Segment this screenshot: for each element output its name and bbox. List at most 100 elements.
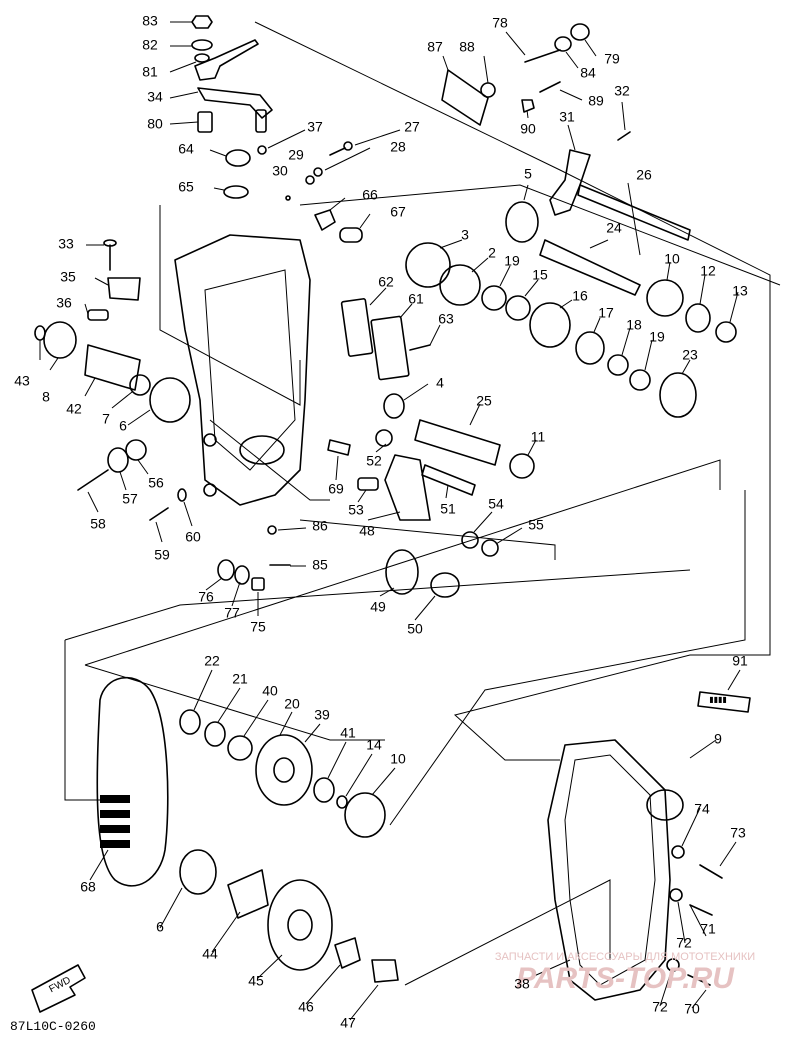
part-label-48: 48 — [359, 523, 375, 539]
watermark: ЗАПЧАСТИ И АКСЕССУАРЫ ДЛЯ МОТОТЕХНИКИ PA… — [495, 951, 755, 995]
decal-text: ▮▮▮▮ — [709, 695, 727, 704]
part-label-30: 30 — [272, 163, 288, 179]
small-parts-group — [223, 141, 363, 243]
part-label-6b: 6 — [156, 919, 164, 935]
part-label-2: 2 — [488, 245, 496, 261]
part-label-52: 52 — [366, 453, 382, 469]
assembly-outlines — [64, 21, 781, 986]
part-label-10b: 10 — [390, 751, 406, 767]
part-label-72b: 72 — [652, 999, 668, 1015]
part-label-47: 47 — [340, 1015, 356, 1031]
part-label-89: 89 — [588, 93, 604, 109]
left-shaft-group — [34, 239, 191, 521]
part-label-85: 85 — [312, 557, 328, 573]
part-label-7: 7 — [102, 411, 110, 427]
part-label-39: 39 — [314, 707, 330, 723]
part-label-76: 76 — [198, 589, 214, 605]
part-label-23: 23 — [682, 347, 698, 363]
part-label-20: 20 — [284, 696, 300, 712]
part-label-51: 51 — [440, 501, 456, 517]
part-label-72a: 72 — [676, 935, 692, 951]
part-label-6a: 6 — [119, 418, 127, 434]
sprocket-group — [179, 849, 399, 983]
watermark-tagline: ЗАПЧАСТИ И АКСЕССУАРЫ ДЛЯ МОТОТЕХНИКИ — [495, 951, 755, 963]
part-label-8: 8 — [42, 389, 50, 405]
part-label-61: 61 — [408, 291, 424, 307]
part-label-87: 87 — [427, 39, 443, 55]
part-label-49: 49 — [370, 599, 386, 615]
part-label-41: 41 — [340, 725, 356, 741]
part-label-91: 91 — [732, 653, 748, 669]
part-label-73: 73 — [730, 825, 746, 841]
part-label-50: 50 — [407, 621, 423, 637]
part-label-69: 69 — [328, 481, 344, 497]
part-label-4: 4 — [436, 375, 444, 391]
part-label-56: 56 — [148, 475, 164, 491]
part-label-32: 32 — [614, 83, 630, 99]
part-label-42: 42 — [66, 401, 82, 417]
shift-linkage-group — [191, 15, 273, 133]
part-label-71: 71 — [700, 921, 716, 937]
part-label-65: 65 — [178, 179, 194, 195]
part-label-90: 90 — [520, 121, 536, 137]
part-label-31: 31 — [559, 109, 575, 125]
upper-shift-group — [441, 23, 691, 241]
part-label-12: 12 — [700, 263, 716, 279]
part-label-15: 15 — [532, 267, 548, 283]
watermark-brand: PARTS-TOP.RU — [516, 962, 735, 995]
part-label-79: 79 — [604, 51, 620, 67]
part-label-18: 18 — [626, 317, 642, 333]
part-label-75: 75 — [250, 619, 266, 635]
part-label-70: 70 — [684, 1001, 700, 1017]
part-label-17: 17 — [598, 305, 614, 321]
part-label-35: 35 — [60, 269, 76, 285]
part-label-11: 11 — [531, 429, 546, 445]
part-label-43: 43 — [14, 373, 30, 389]
part-label-38: 38 — [514, 976, 530, 992]
part-label-27: 27 — [404, 119, 420, 135]
part-label-40: 40 — [262, 683, 278, 699]
part-label-26: 26 — [636, 167, 652, 183]
part-label-53: 53 — [348, 502, 364, 518]
part-label-16: 16 — [572, 288, 588, 304]
part-label-21: 21 — [232, 671, 248, 687]
part-label-58: 58 — [90, 516, 106, 532]
part-label-81: 81 — [142, 64, 158, 80]
part-label-59: 59 — [154, 547, 170, 563]
part-label-46: 46 — [298, 999, 314, 1015]
part-label-67: 67 — [390, 204, 406, 220]
decal-91: ▮▮▮▮ — [697, 691, 751, 713]
part-label-5: 5 — [524, 166, 532, 182]
part-label-78: 78 — [492, 15, 508, 31]
part-label-62: 62 — [378, 274, 394, 290]
part-label-45: 45 — [248, 973, 264, 989]
part-label-36: 36 — [56, 295, 72, 311]
part-label-60: 60 — [185, 529, 201, 545]
part-label-34: 34 — [147, 89, 163, 105]
middle-shaft-group — [327, 393, 535, 598]
part-label-9: 9 — [714, 731, 722, 747]
main-case — [174, 234, 311, 506]
part-label-84: 84 — [580, 65, 596, 81]
right-cover — [547, 739, 723, 1001]
part-label-77: 77 — [224, 605, 240, 621]
part-label-64: 64 — [178, 141, 194, 157]
part-label-24: 24 — [606, 220, 622, 236]
part-label-66: 66 — [362, 187, 378, 203]
diagram-code: 87L10C-0260 — [10, 1019, 96, 1034]
part-label-44: 44 — [202, 946, 218, 962]
part-label-82: 82 — [142, 37, 158, 53]
part-label-10a: 10 — [664, 251, 680, 267]
part-label-13: 13 — [732, 283, 748, 299]
part-label-19b: 19 — [649, 329, 665, 345]
part-label-25: 25 — [476, 393, 492, 409]
part-label-28: 28 — [390, 139, 406, 155]
part-label-74: 74 — [694, 801, 710, 817]
leader-lines — [39, 21, 741, 1021]
part-labels: 83 82 81 34 80 78 79 87 88 84 89 90 32 3… — [14, 13, 748, 1031]
part-label-3: 3 — [461, 227, 469, 243]
part-label-86: 86 — [312, 518, 328, 534]
fwd-label: FWD — [47, 975, 72, 995]
part-label-33: 33 — [58, 236, 74, 252]
